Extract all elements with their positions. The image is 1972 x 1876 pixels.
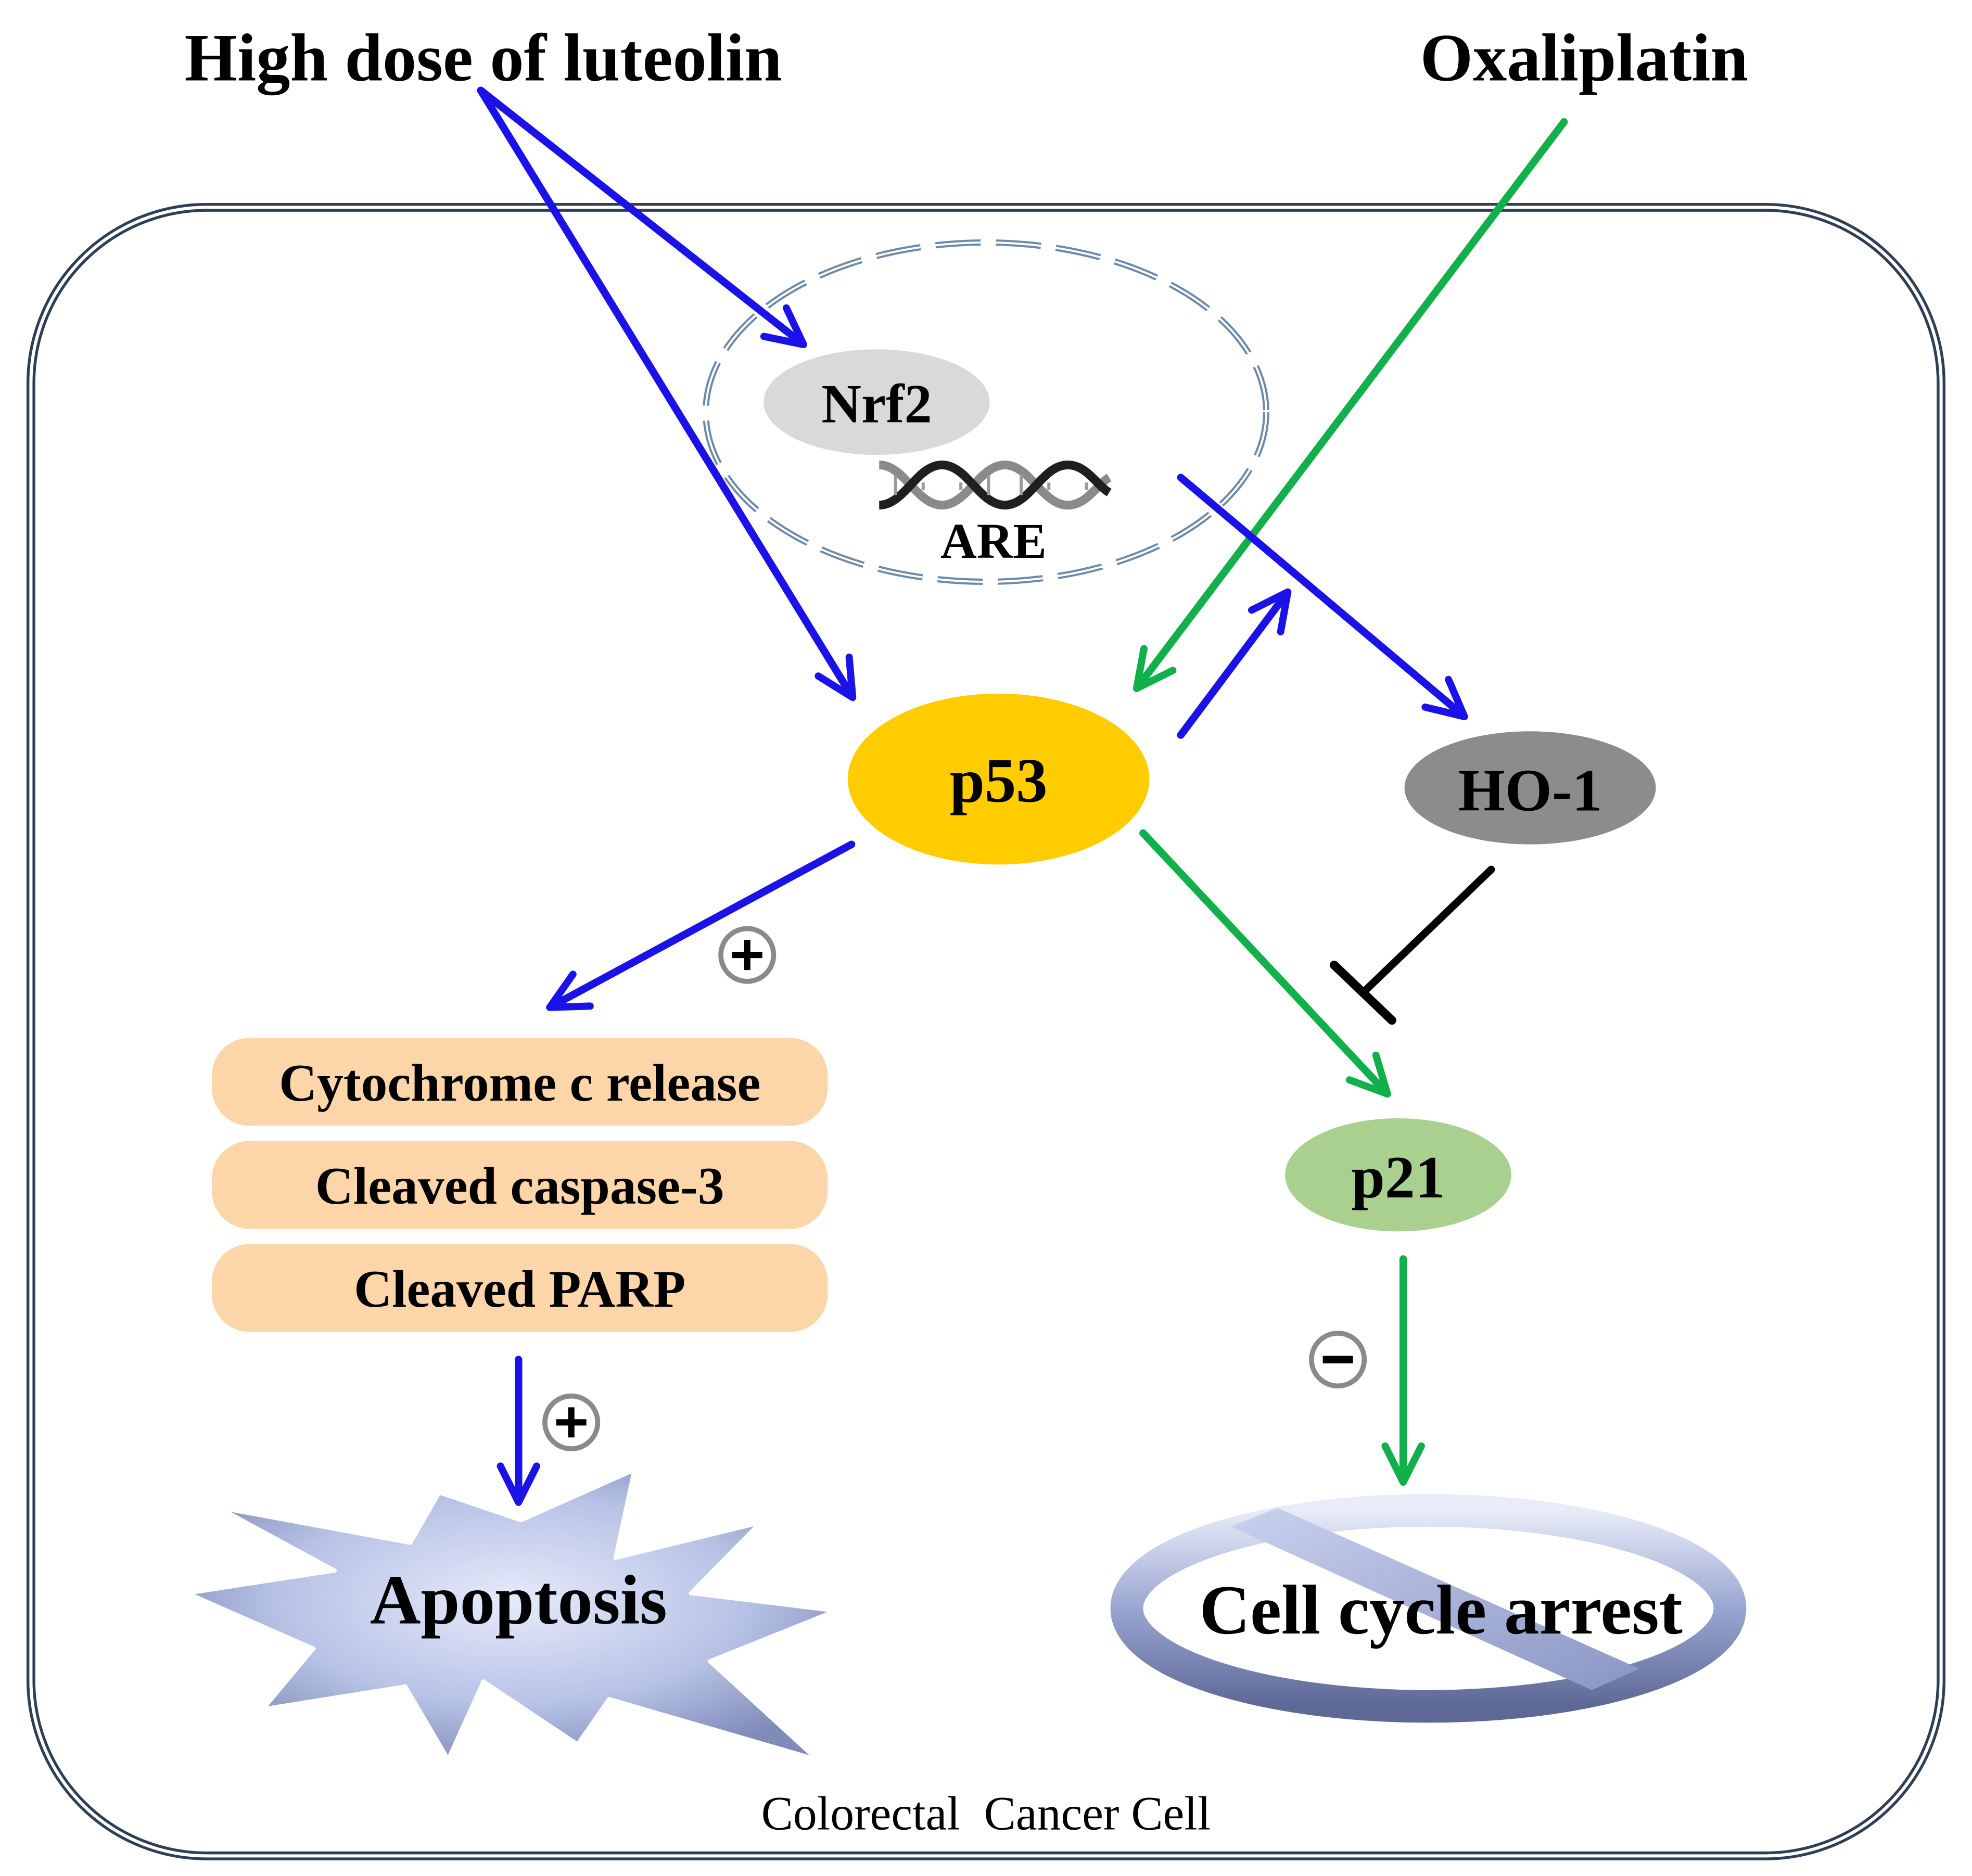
- apoptosis-starburst-icon: Apoptosis: [186, 1468, 837, 1762]
- parp-label: Cleaved PARP: [354, 1260, 685, 1318]
- nrf2-label: Nrf2: [821, 373, 932, 434]
- cell-membrane: [26, 202, 1946, 1860]
- nucleus: [703, 239, 1269, 585]
- ho1-node: HO-1: [1404, 731, 1656, 845]
- minus-sign-icon: [1309, 1331, 1367, 1389]
- p53-to-apoptosis-markers-arrow: [546, 840, 856, 1011]
- are-label: ARE: [940, 513, 1047, 569]
- apoptosis-markers: Cytochrome c release Cleaved caspase-3 C…: [212, 1038, 828, 1332]
- p53-label: p53: [950, 746, 1048, 816]
- luteolin-to-p53-arrow: [477, 86, 857, 701]
- dna-helix-icon: [879, 460, 1112, 510]
- p53-to-nucleus-arrow: [1177, 588, 1292, 739]
- luteolin-label: High dose of luteolin: [185, 21, 782, 96]
- cytochrome-label: Cytochrome c release: [279, 1054, 760, 1112]
- p21-node: p21: [1285, 1118, 1511, 1232]
- ho1-inhibition: [1329, 865, 1495, 1025]
- cell-type-label: Colorectal Cancer Cell: [761, 1787, 1211, 1840]
- p53-node: p53: [847, 693, 1150, 865]
- plus-sign-icon-2: [542, 1393, 601, 1451]
- ho1-label: HO-1: [1458, 757, 1602, 824]
- caspase-label: Cleaved caspase-3: [315, 1157, 724, 1215]
- oxaliplatin-to-p53-arrow: [1133, 118, 1568, 692]
- p53-to-p21-arrow: [1139, 829, 1391, 1098]
- oxaliplatin-label: Oxaliplatin: [1420, 21, 1748, 96]
- luteolin-to-nrf2-arrow: [477, 86, 807, 349]
- are-to-ho1-arrow: [1177, 474, 1468, 721]
- plus-sign-icon-1: [718, 926, 777, 984]
- cell-cycle-arrest-label: Cell cycle arrest: [1199, 1572, 1682, 1649]
- p21-label: p21: [1351, 1144, 1445, 1211]
- nrf2-node: Nrf2: [764, 349, 990, 455]
- cell-cycle-arrest-ring-icon: Cell cycle arrest: [1110, 1494, 1747, 1723]
- apoptosis-label: Apoptosis: [370, 1562, 667, 1639]
